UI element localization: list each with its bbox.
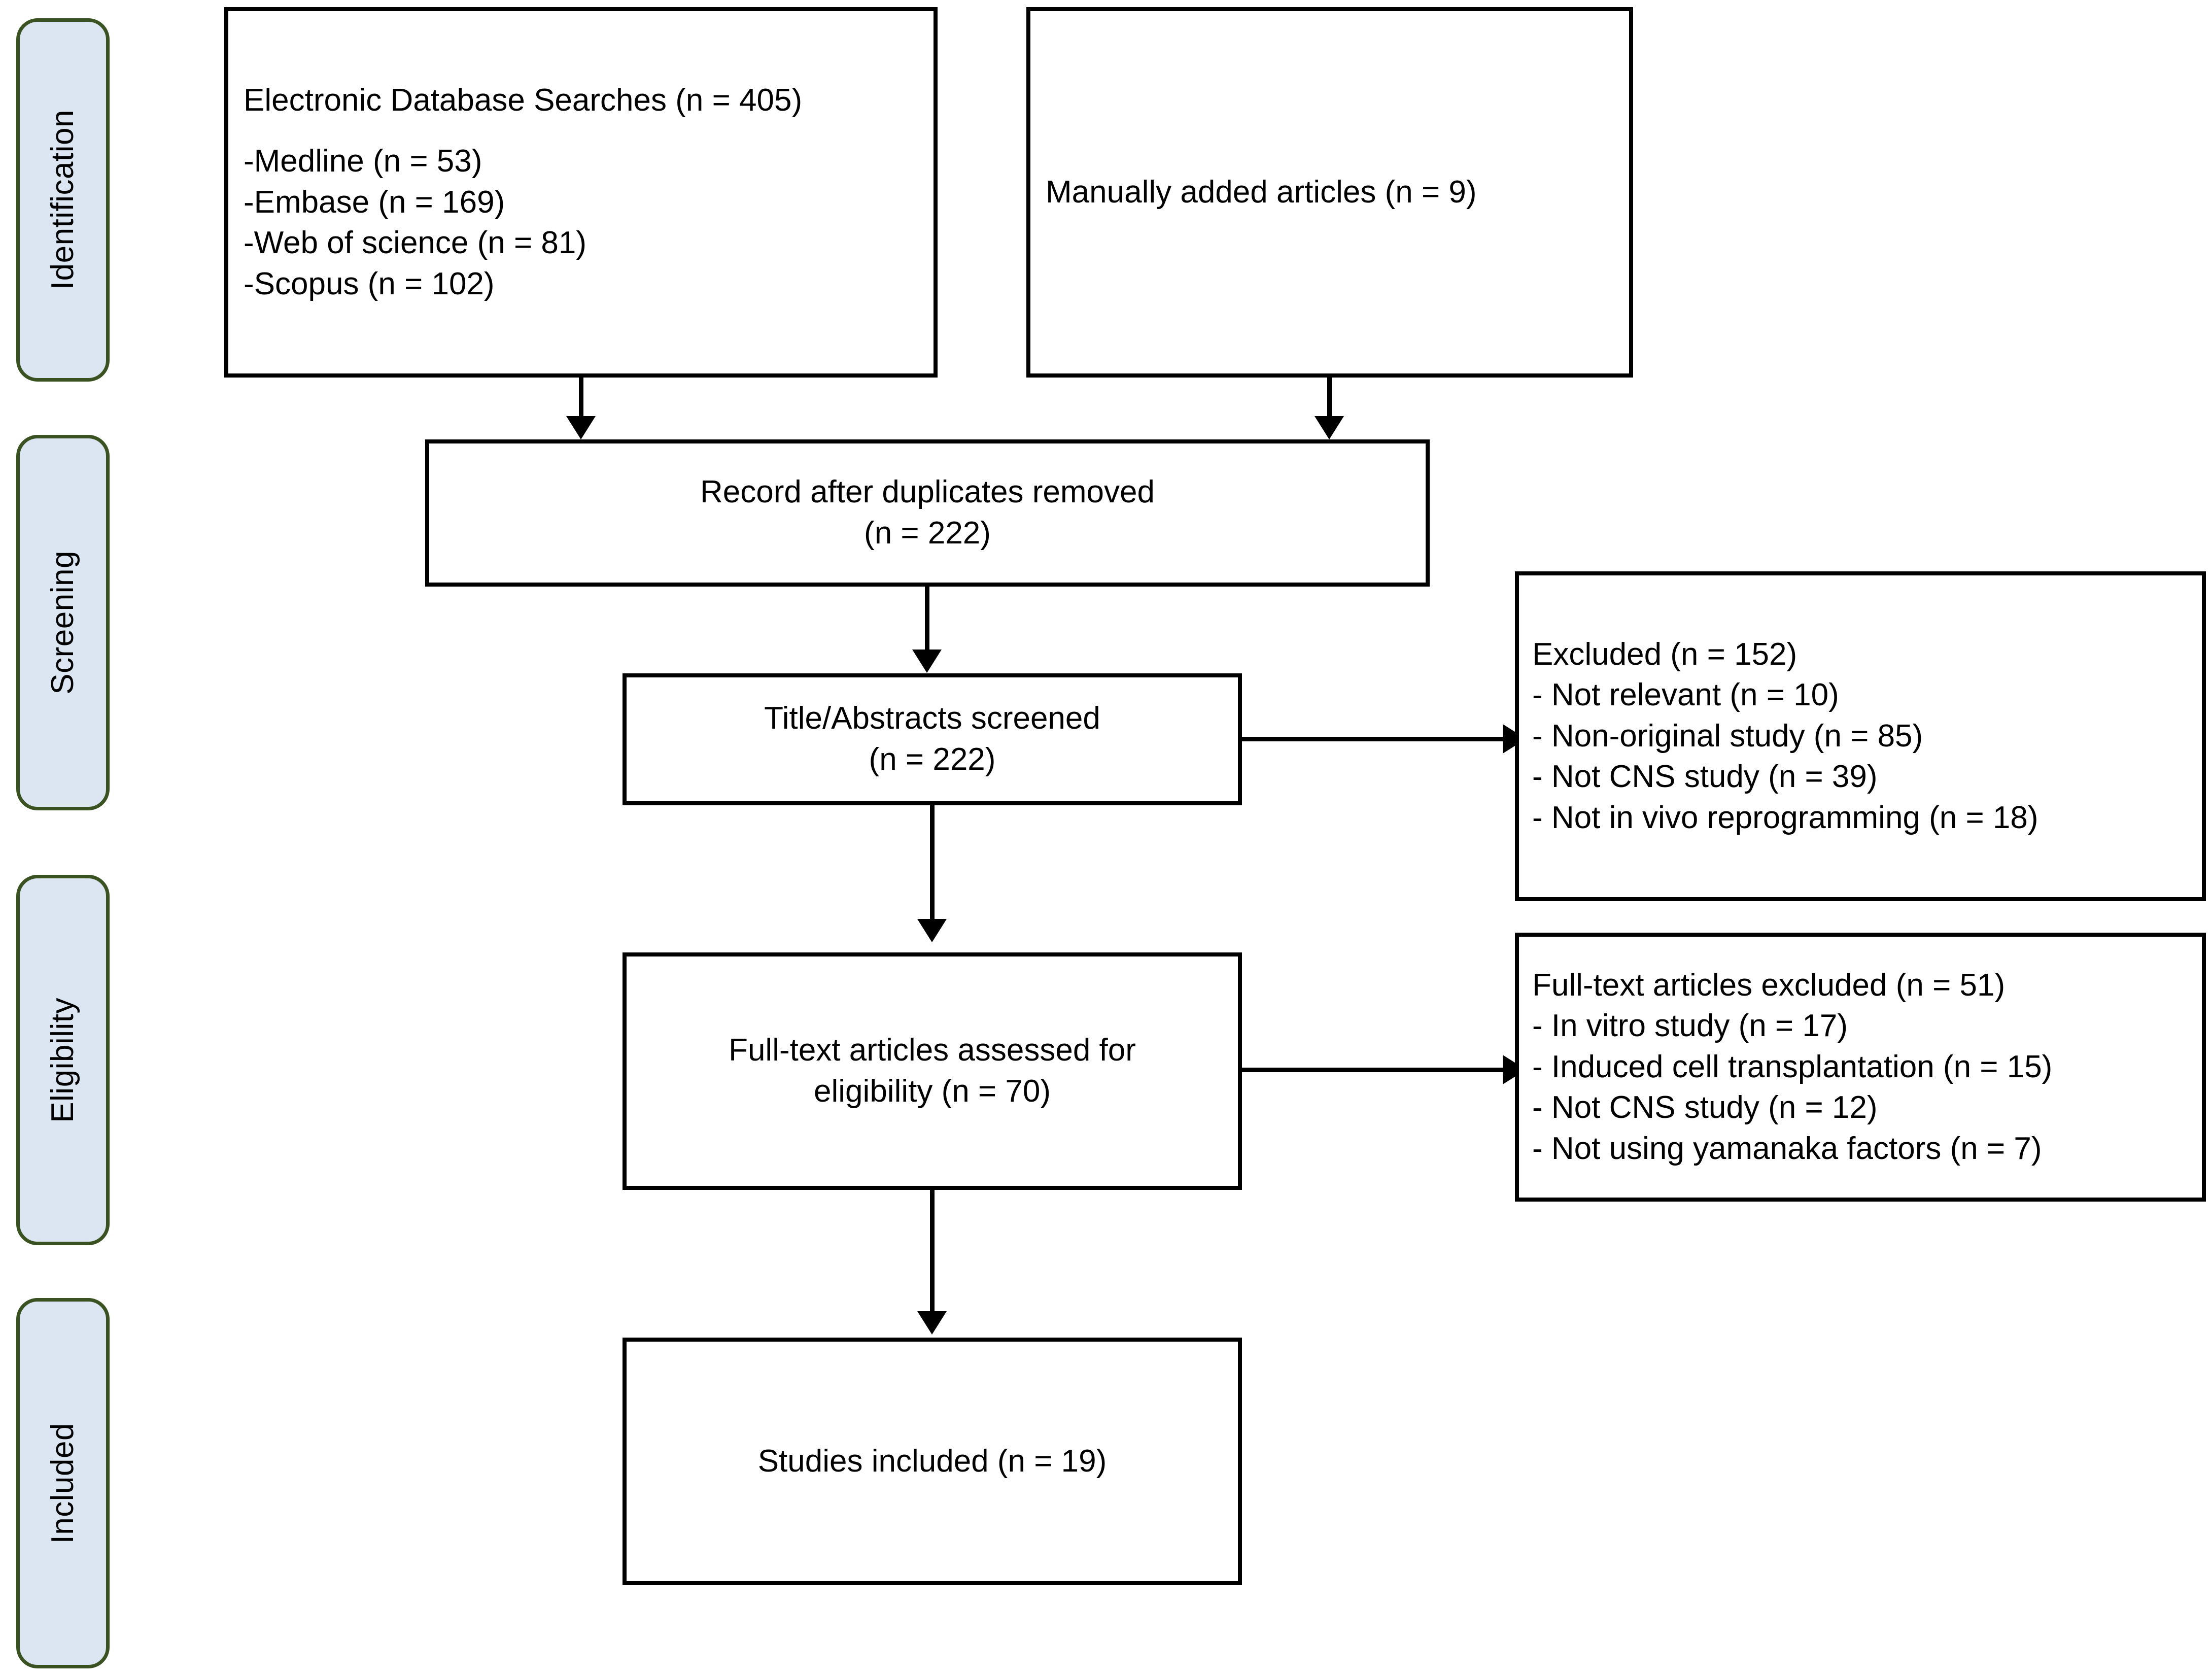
database-searches-item-medline: -Medline (n = 53) — [244, 144, 482, 179]
connector-fulltext-to-included-line — [930, 1190, 935, 1314]
fulltext-excluded-item-not-cns: - Not CNS study (n = 12) — [1532, 1090, 1878, 1125]
connector-database-to-records-arrowhead — [566, 416, 596, 439]
stage-label-identification-text: Identification — [45, 110, 80, 290]
box-screening-excluded: Excluded (n = 152) - Not relevant (n = 1… — [1515, 571, 2206, 901]
fulltext-excluded-heading: Full-text articles excluded (n = 51) — [1532, 967, 2006, 1003]
connector-fulltext-to-included-arrowhead — [917, 1311, 947, 1335]
connector-manual-to-records-arrowhead — [1315, 416, 1344, 439]
box-studies-included: Studies included (n = 19) — [623, 1338, 1242, 1585]
fulltext-excluded-item-in-vitro: - In vitro study (n = 17) — [1532, 1008, 1848, 1044]
database-searches-item-scopus: -Scopus (n = 102) — [244, 266, 495, 301]
screening-excluded-item-not-in-vivo: - Not in vivo reprogramming (n = 18) — [1532, 800, 2038, 835]
box-records-after-duplicates: Record after duplicates removed (n = 222… — [425, 439, 1430, 587]
screening-excluded-heading: Excluded (n = 152) — [1532, 636, 1798, 672]
database-searches-heading: Electronic Database Searches (n = 405) — [244, 82, 803, 118]
box-database-searches: Electronic Database Searches (n = 405) -… — [224, 7, 938, 378]
database-searches-item-embase: -Embase (n = 169) — [244, 184, 505, 220]
studies-included-text: Studies included (n = 19) — [757, 1443, 1107, 1479]
records-after-duplicates-line2: (n = 222) — [864, 516, 991, 551]
database-searches-item-web-of-science: -Web of science (n = 81) — [244, 225, 587, 261]
fulltext-excluded-item-not-yamanaka: - Not using yamanaka factors (n = 7) — [1532, 1131, 2042, 1166]
stage-label-screening: Screening — [16, 435, 110, 810]
box-fulltext-excluded: Full-text articles excluded (n = 51) - I… — [1515, 933, 2206, 1202]
box-fulltext-assessed: Full-text articles assessed for eligibil… — [623, 952, 1242, 1190]
titles-screened-line2: (n = 222) — [869, 742, 996, 777]
box-manual-articles: Manually added articles (n = 9) — [1026, 7, 1633, 378]
stage-label-eligibility: Eligibility — [16, 875, 110, 1245]
screening-excluded-item-non-original: - Non-original study (n = 85) — [1532, 718, 1923, 754]
stage-label-included: Included — [16, 1298, 110, 1668]
fulltext-assessed-line1: Full-text articles assessed for — [729, 1033, 1136, 1068]
fulltext-excluded-item-induced-cell-transplantation: - Induced cell transplantation (n = 15) — [1532, 1049, 2053, 1084]
stage-label-eligibility-text: Eligibility — [45, 997, 80, 1123]
titles-screened-line1: Title/Abstracts screened — [764, 701, 1100, 736]
manual-articles-text: Manually added articles (n = 9) — [1046, 174, 1477, 210]
connector-manual-to-records-line — [1327, 378, 1332, 419]
connector-database-to-records-line — [579, 378, 583, 419]
box-titles-screened: Title/Abstracts screened (n = 222) — [623, 673, 1242, 805]
records-after-duplicates-line1: Record after duplicates removed — [700, 474, 1155, 510]
screening-excluded-item-not-cns: - Not CNS study (n = 39) — [1532, 759, 1878, 795]
stage-label-screening-text: Screening — [45, 551, 80, 695]
connector-titles-to-excluded-line — [1242, 737, 1506, 741]
stage-label-identification: Identification — [16, 18, 110, 382]
connector-records-to-titles-arrowhead — [912, 650, 942, 673]
stage-label-included-text: Included — [45, 1422, 80, 1544]
connector-fulltext-to-excluded-line — [1242, 1068, 1506, 1072]
fulltext-assessed-line2: eligibility (n = 70) — [814, 1074, 1051, 1109]
connector-titles-to-fulltext-line — [930, 805, 935, 922]
screening-excluded-item-not-relevant: - Not relevant (n = 10) — [1532, 677, 1839, 713]
connector-records-to-titles-line — [925, 587, 929, 653]
connector-titles-to-fulltext-arrowhead — [917, 919, 947, 942]
